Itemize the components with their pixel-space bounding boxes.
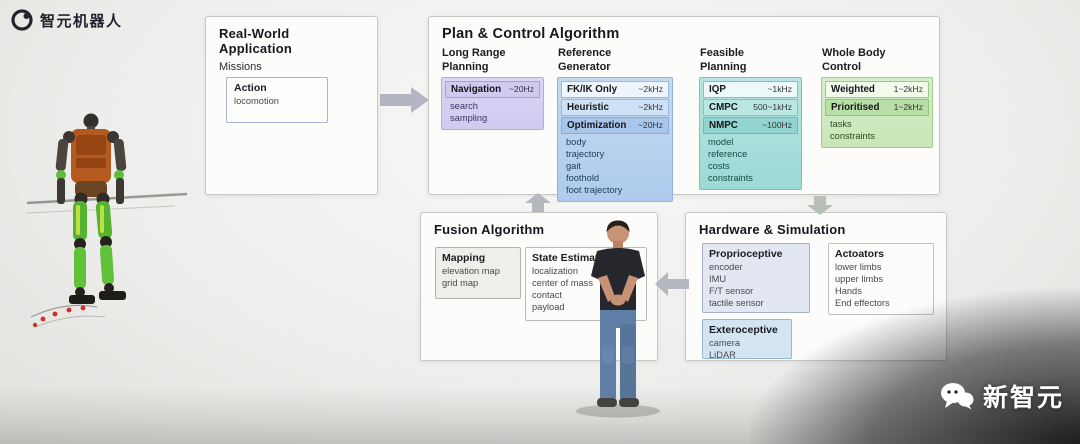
block-label: IQP <box>709 84 726 95</box>
nmpc-items: model reference costs constraints <box>708 137 753 184</box>
weighted-block: Weighted 1~2kHz <box>825 81 929 98</box>
block-rate: ~100Hz <box>762 120 792 130</box>
block-label: CMPC <box>709 102 738 113</box>
brand-logo-icon <box>11 9 33 31</box>
cmpc-block: CMPC 500~1kHz <box>703 99 798 116</box>
whole-body-panel: Weighted 1~2kHz Prioritised 1~2kHz tasks… <box>821 77 933 149</box>
block-rate: ~2kHz <box>638 102 663 112</box>
fkik-block: FK/IK Only ~2kHz <box>561 81 669 98</box>
heuristic-block: Heuristic ~2kHz <box>561 99 669 116</box>
fusion-algorithm-box: Fusion Algorithm Mapping elevation map g… <box>420 212 658 361</box>
block-label: Heuristic <box>567 102 609 113</box>
plan-control-box: Plan & Control Algorithm Long Range Plan… <box>428 16 940 203</box>
block-label: Weighted <box>831 84 875 95</box>
block-label: Optimization <box>567 120 627 131</box>
block-label: Prioritised <box>831 102 880 113</box>
block-rate: ~20Hz <box>508 84 534 94</box>
exteroceptive-items: camera LiDAR <box>709 338 741 361</box>
presenter-figure <box>576 220 660 418</box>
plan-control-title: Plan & Control Algorithm <box>442 26 620 42</box>
whole-body-header: Whole Body Control <box>822 47 886 73</box>
brand-name: 智元机器人 <box>40 12 123 30</box>
feasible-planning-panel: IQP ~1kHz CMPC 500~1kHz NMPC ~100Hz mode… <box>699 77 802 191</box>
state-estimation-items: localization center of mass contact payl… <box>532 266 593 313</box>
block-rate: ~2kHz <box>638 84 663 94</box>
reference-generator-header: Reference Generator <box>558 47 612 73</box>
real-world-application-box: Real-World Application Missions Action l… <box>205 16 378 195</box>
optimization-block: Optimization ~20Hz <box>561 117 669 134</box>
prioritised-items: tasks constraints <box>830 119 875 142</box>
block-rate: 1~2kHz <box>893 84 923 94</box>
missions-label: Missions <box>219 61 262 73</box>
navigation-block: Navigation ~20Hz <box>445 81 540 98</box>
block-label: Navigation <box>451 84 502 95</box>
feasible-planning-header: Feasible Planning <box>700 47 747 73</box>
brand-logo: 智元机器人 <box>10 8 123 32</box>
block-rate: ~1kHz <box>767 84 792 94</box>
proprioceptive-label: Proprioceptive <box>709 248 783 260</box>
proprioceptive-items: encoder IMU F/T sensor tactile sensor <box>709 262 764 309</box>
real-world-title: Real-World Application <box>219 26 292 56</box>
action-label: Action <box>234 82 267 94</box>
fusion-title: Fusion Algorithm <box>434 222 545 237</box>
block-label: FK/IK Only <box>567 84 618 95</box>
mapping-block: Mapping elevation map grid map <box>435 247 521 299</box>
nmpc-block: NMPC ~100Hz <box>703 117 798 134</box>
optimization-items: body trajectory gait foothold foot traje… <box>566 137 623 196</box>
long-range-panel: Navigation ~20Hz search sampling <box>441 77 544 131</box>
arrow-fusion-to-plan <box>525 193 551 212</box>
long-range-header: Long Range Planning <box>442 47 506 73</box>
reference-generator-panel: FK/IK Only ~2kHz Heuristic ~2kHz Optimiz… <box>557 77 673 203</box>
chat-bubbles-icon <box>940 383 974 410</box>
watermark-text: 新智元 <box>982 384 1064 412</box>
block-rate: ~20Hz <box>637 120 663 130</box>
arrow-realworld-to-plan <box>380 87 429 113</box>
action-items: locomotion <box>234 96 279 106</box>
actuators-label: Actoators <box>835 248 885 260</box>
iqp-block: IQP ~1kHz <box>703 81 798 98</box>
mapping-items: elevation map grid map <box>442 266 500 289</box>
corner-shadow <box>750 289 1080 444</box>
block-label: NMPC <box>709 120 738 131</box>
hardware-title: Hardware & Simulation <box>699 222 846 237</box>
watermark: 新智元 <box>940 378 1064 414</box>
robot-render <box>26 113 188 328</box>
navigation-items: search sampling <box>450 101 488 124</box>
block-rate: 1~2kHz <box>893 102 923 112</box>
mapping-label: Mapping <box>442 252 486 264</box>
prioritised-block: Prioritised 1~2kHz <box>825 99 929 116</box>
block-rate: 500~1kHz <box>753 102 792 112</box>
state-estimation-label: State Estimation <box>532 252 615 264</box>
action-block: Action locomotion <box>226 77 328 123</box>
